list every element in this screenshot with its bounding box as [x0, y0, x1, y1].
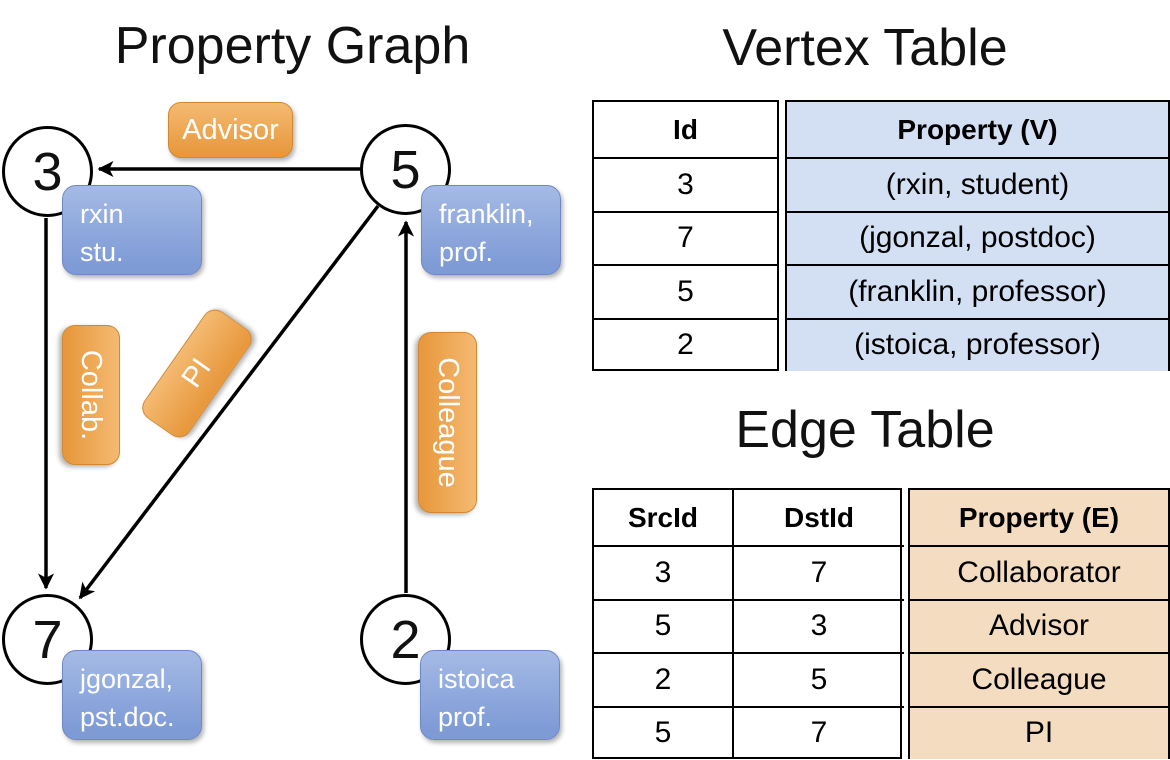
- node-3-property-line1: rxin: [80, 199, 124, 229]
- node-5-property-line1: franklin,: [439, 199, 534, 229]
- node-5-property-box: franklin, prof.: [421, 185, 561, 275]
- graph-node-2: 2: [360, 594, 451, 685]
- graph-node-5: 5: [360, 124, 451, 215]
- vertex-table-title: Vertex Table: [722, 19, 1008, 77]
- table-cell: 5: [594, 264, 777, 318]
- edge-table-header-property: Property (E): [910, 490, 1168, 545]
- vertex-table-header-property: Property (V): [787, 102, 1168, 157]
- node-7-property-line1: jgonzal,: [80, 664, 174, 694]
- table-cell: 5: [732, 652, 904, 706]
- table-cell: 2: [594, 317, 777, 372]
- table-cell: (istoica, professor): [787, 317, 1168, 371]
- table-cell: 5: [594, 598, 732, 653]
- edge-table-header-dstid: DstId: [732, 490, 904, 545]
- table-cell: 7: [732, 705, 904, 759]
- table-cell: Colleague: [910, 652, 1168, 706]
- node-2-property-line1: istoica: [438, 664, 515, 694]
- table-cell: PI: [910, 705, 1168, 759]
- node-7-id: 7: [32, 609, 63, 670]
- vertex-table-property-column: Property (V) (rxin, student) (jgonzal, p…: [785, 100, 1170, 371]
- table-cell: 7: [732, 545, 904, 599]
- table-cell: 3: [594, 545, 732, 599]
- node-3-id: 3: [32, 141, 63, 202]
- node-2-property-line2: prof.: [438, 702, 493, 733]
- vertex-table-id-column: Id 3 7 5 2: [592, 100, 779, 371]
- table-cell: 2: [594, 652, 732, 706]
- edge-table-property-column: Property (E) Collaborator Advisor Collea…: [908, 488, 1170, 759]
- node-7-property-line2: pst.doc.: [80, 702, 175, 733]
- table-cell: 5: [594, 705, 732, 760]
- node-3-property-line2: stu.: [80, 237, 124, 268]
- edge-label-collab: Collab.: [62, 325, 120, 465]
- table-cell: Advisor: [910, 598, 1168, 652]
- edge-table-title: Edge Table: [735, 401, 995, 459]
- node-2-property-box: istoica prof.: [420, 650, 560, 740]
- table-cell: (rxin, student): [787, 157, 1168, 211]
- node-5-id: 5: [390, 139, 421, 200]
- node-7-property-box: jgonzal, pst.doc.: [62, 650, 202, 740]
- table-cell: (franklin, professor): [787, 264, 1168, 318]
- edge-table: SrcId DstId 3 7 5 3 2 5 5 7 Property (E)…: [592, 488, 1170, 759]
- vertex-table-header-id: Id: [673, 113, 698, 145]
- property-graph-title: Property Graph: [114, 17, 471, 75]
- node-2-id: 2: [390, 609, 421, 670]
- table-cell: 7: [594, 210, 777, 265]
- node-3-property-box: rxin stu.: [62, 185, 202, 275]
- graph-edges-svg: [37, 160, 415, 600]
- node-5-property-line2: prof.: [439, 237, 494, 268]
- edge-5-to-7-pi: [78, 204, 380, 600]
- vertex-table: Id 3 7 5 2 Property (V) (rxin, student) …: [592, 100, 1170, 371]
- table-cell: (jgonzal, postdoc): [787, 210, 1168, 264]
- edge-label-advisor: Advisor: [168, 102, 293, 158]
- table-cell: Collaborator: [910, 545, 1168, 599]
- edge-table-id-columns: SrcId DstId 3 7 5 3 2 5 5 7: [592, 488, 904, 760]
- table-cell: 3: [732, 598, 904, 652]
- edge-table-header-srcid: SrcId: [627, 501, 699, 533]
- table-cell: 3: [594, 157, 777, 211]
- edge-label-colleague: Colleague: [418, 332, 477, 513]
